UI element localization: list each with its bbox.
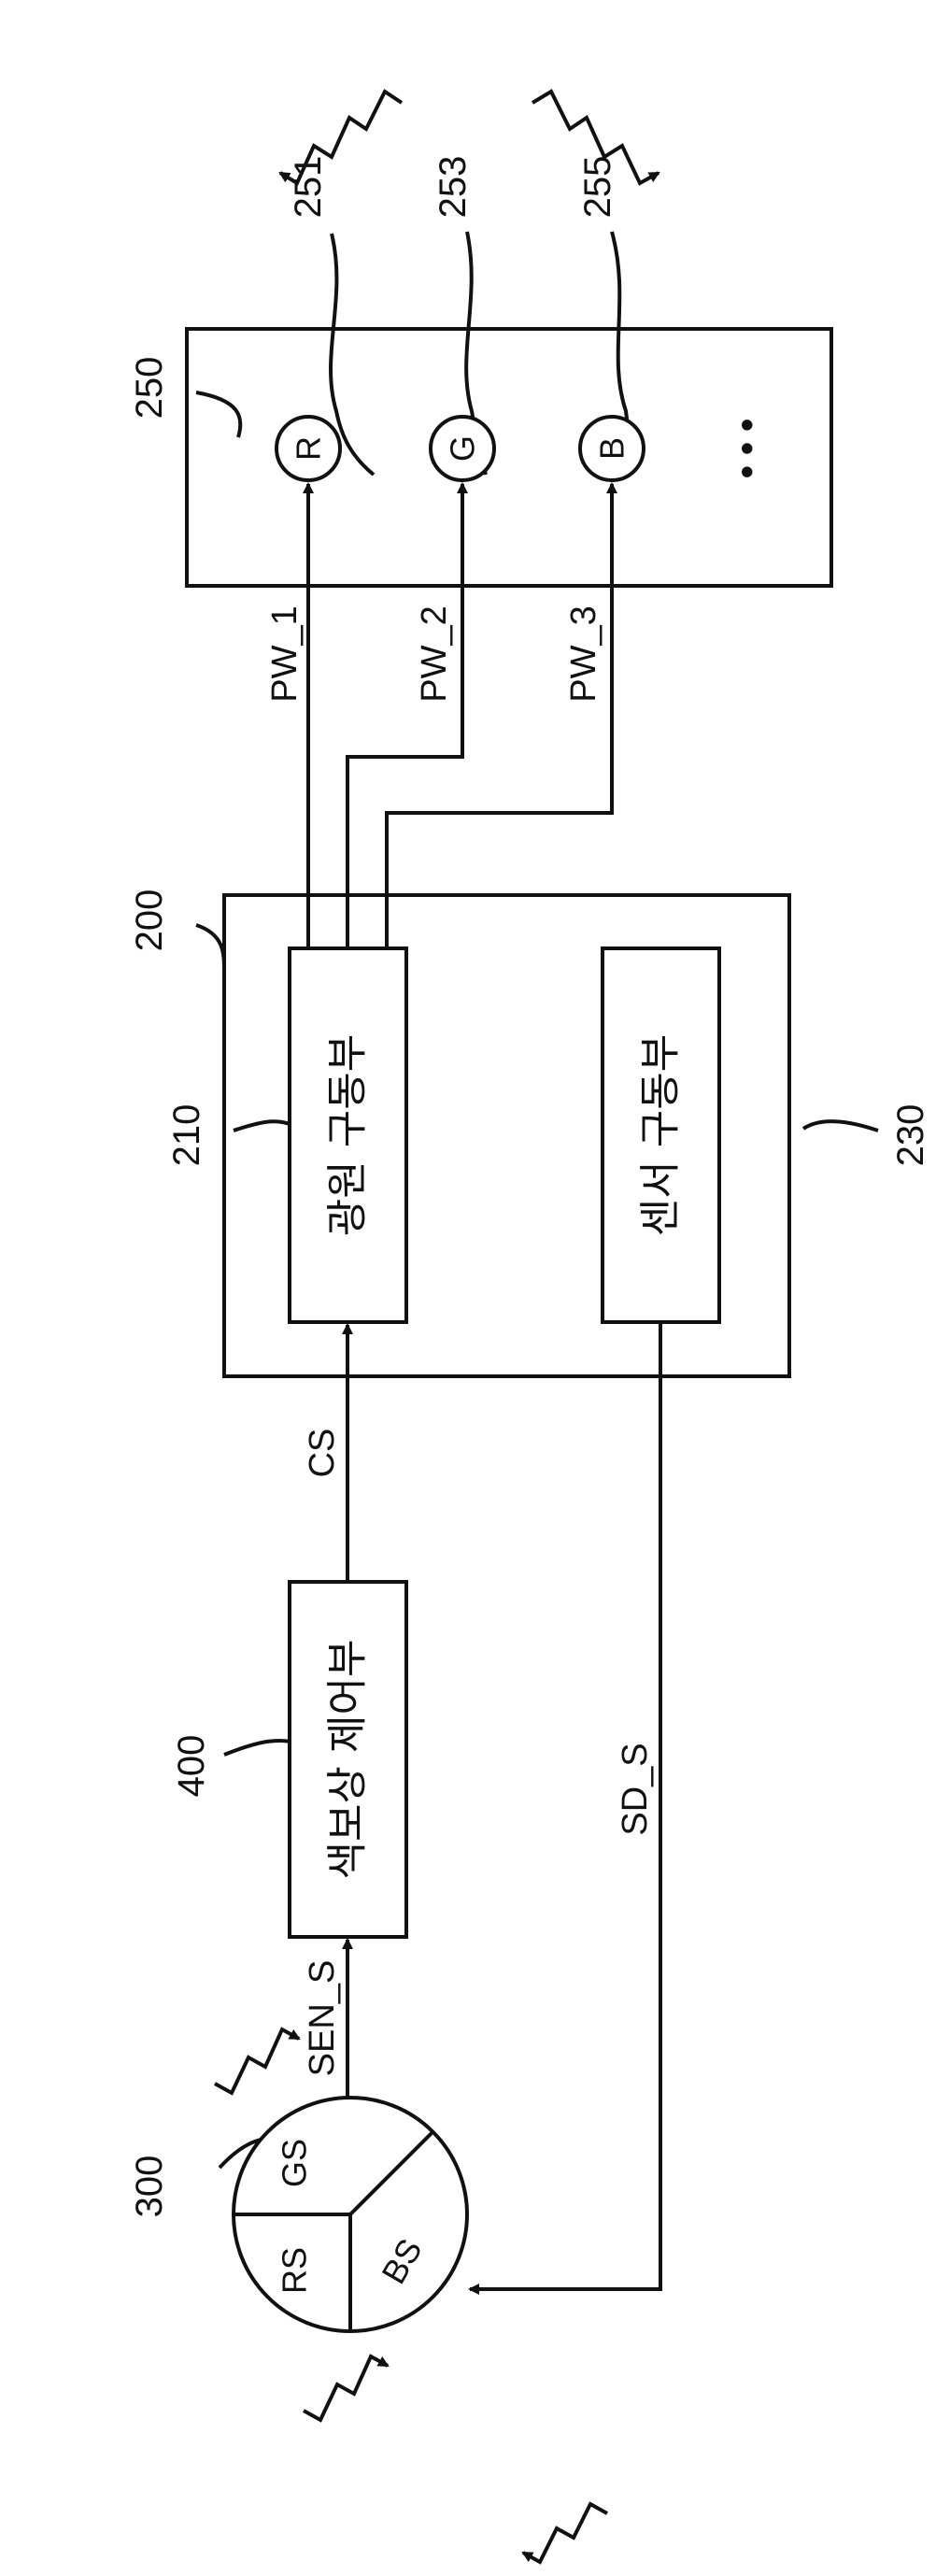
cs-label: CS xyxy=(303,1429,342,1478)
ref-255: 255 xyxy=(577,156,618,219)
ref-230: 230 xyxy=(890,1104,931,1167)
leader-200 xyxy=(196,925,224,972)
led-more-ellipsis: • • • xyxy=(727,419,768,478)
pw-3-line xyxy=(387,484,612,948)
leader-230 xyxy=(803,1121,878,1131)
sensor-driver-label: 센서 구동부 xyxy=(637,1034,685,1236)
led-g-label: G xyxy=(444,435,482,462)
pw-2-line xyxy=(347,484,462,948)
ref-400: 400 xyxy=(171,1735,212,1798)
incident-light-lower-icon xyxy=(523,2504,607,2562)
rgb-sensor: GS RS BS xyxy=(234,2098,467,2331)
led-g: G xyxy=(431,417,494,480)
light-source-driver-label: 광원 구동부 xyxy=(324,1034,372,1236)
leader-250 xyxy=(196,392,240,437)
ref-250: 250 xyxy=(129,357,170,420)
sensor-gs-label: GS xyxy=(276,2139,314,2187)
pw-3-label: PW_3 xyxy=(564,605,603,702)
pw-1-label: PW_1 xyxy=(265,605,305,702)
ref-200: 200 xyxy=(129,890,170,952)
sensor-rs-label: RS xyxy=(276,2247,314,2294)
pw-2-label: PW_2 xyxy=(415,605,454,702)
led-r: R xyxy=(276,417,340,480)
sd-s-label: SD_S xyxy=(616,1743,655,1835)
led-b-label: B xyxy=(593,437,631,460)
led-b: B xyxy=(580,417,644,480)
incident-light-upper-icon xyxy=(304,2356,388,2420)
incident-light-left-icon xyxy=(215,2029,299,2093)
ref-251: 251 xyxy=(288,156,329,219)
color-correction-controller-label: 색보상 제어부 xyxy=(324,1640,372,1880)
sen-s-label: SEN_S xyxy=(303,1960,342,2077)
ref-253: 253 xyxy=(432,156,474,219)
ref-210: 210 xyxy=(166,1104,207,1167)
ref-300: 300 xyxy=(129,2156,170,2218)
led-r-label: R xyxy=(290,436,328,461)
